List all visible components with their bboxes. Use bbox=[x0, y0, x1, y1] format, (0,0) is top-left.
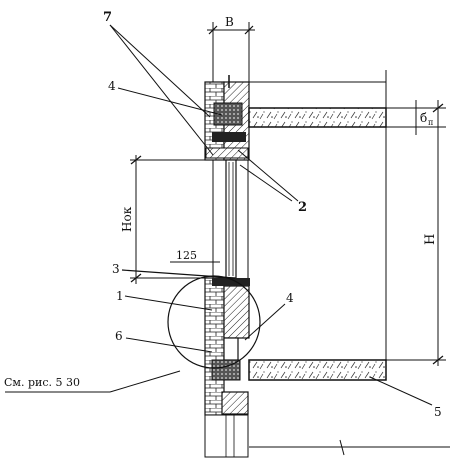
wall-lower bbox=[204, 277, 250, 458]
dim-h-label: H bbox=[423, 234, 438, 245]
callout-1: 1 bbox=[116, 289, 124, 303]
dimension-b: B bbox=[207, 15, 255, 82]
reference-label: См. рис. 5 30 bbox=[4, 376, 80, 389]
callout-3: 3 bbox=[112, 262, 120, 276]
dim-125-label: 125 bbox=[176, 249, 197, 262]
dim-nok-label: Нок bbox=[120, 206, 134, 232]
dimension-125: 125 bbox=[170, 249, 220, 263]
dimension-nok: Нок bbox=[120, 155, 142, 284]
dimension-h: H bbox=[386, 100, 446, 366]
upper-floor-slab bbox=[248, 70, 387, 360]
callout-4-bottom: 4 bbox=[286, 291, 294, 305]
dimension-slab: б п bbox=[386, 100, 446, 135]
callout-5: 5 bbox=[434, 405, 442, 419]
leader-lines bbox=[5, 24, 433, 406]
lower-floor-slab bbox=[248, 359, 450, 456]
callout-2: 2 bbox=[298, 200, 307, 215]
dim-slab-sub: п bbox=[428, 118, 433, 127]
dim-b-label: B bbox=[225, 15, 234, 29]
window-opening bbox=[130, 159, 249, 280]
callout-6: 6 bbox=[115, 329, 123, 343]
wall-upper bbox=[204, 75, 250, 161]
dim-slab-label: б bbox=[420, 111, 427, 125]
callout-7: 7 bbox=[103, 10, 112, 25]
callout-4-top: 4 bbox=[108, 79, 116, 93]
